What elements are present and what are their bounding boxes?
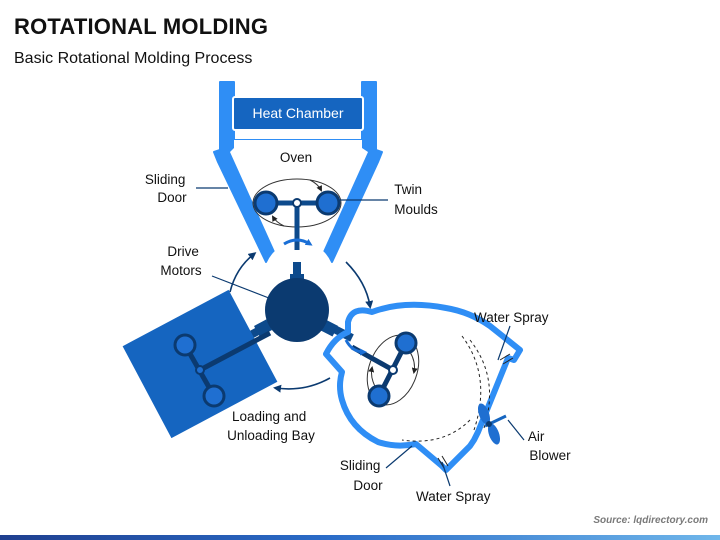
mould	[367, 384, 391, 408]
hub-rotation-arrow	[273, 377, 331, 393]
hub-rotation-arrow	[345, 261, 374, 309]
mould	[394, 331, 418, 355]
hub-rotation-arrow	[229, 252, 257, 293]
blower-blade	[477, 403, 491, 425]
spray-line	[441, 455, 449, 467]
mould	[173, 333, 197, 357]
footer-bar	[0, 535, 720, 540]
label-line: Air	[528, 429, 545, 444]
mould	[315, 190, 341, 216]
spray-line	[499, 353, 511, 361]
cooling-station	[323, 301, 523, 473]
oven-interior	[230, 140, 368, 254]
loading-bay-station	[122, 289, 278, 439]
sliding-door-inner	[461, 335, 482, 431]
loading-bay-label: Loading and Unloading Bay	[227, 409, 315, 443]
leader-water-spray-top	[497, 325, 511, 361]
cooling-chamber-outline	[323, 301, 523, 473]
label-line: Door	[157, 190, 187, 205]
label-line: Sliding	[145, 172, 186, 187]
twin-moulds-loading	[173, 330, 272, 408]
label-line: Sliding	[340, 458, 381, 473]
page-subtitle: Basic Rotational Molding Process	[14, 50, 253, 67]
drive-motors-label: Drive Motors	[160, 244, 202, 278]
label-line: Blower	[529, 448, 571, 463]
water-spray-nozzle-top	[499, 353, 514, 365]
label-line: Motors	[160, 263, 202, 278]
twin-moulds-label: Twin Moulds	[394, 182, 438, 217]
twin-moulds-top	[252, 178, 342, 250]
leader-drive-motors	[211, 275, 275, 301]
shaft-rotation-icon	[344, 339, 367, 356]
spray-line	[502, 357, 514, 365]
shaft-rotation-icon	[283, 238, 313, 246]
oven-station: Heat Chamber Oven	[213, 81, 383, 263]
twin-moulds-cooling	[344, 331, 420, 408]
blower-hub	[486, 421, 492, 427]
heat-chamber-box	[232, 96, 364, 131]
mould-shaft	[198, 330, 272, 373]
mould	[202, 384, 226, 408]
mould	[253, 190, 279, 216]
leader-water-spray-bottom	[441, 461, 451, 487]
page-title: ROTATIONAL MOLDING	[14, 14, 269, 39]
drive-motor-hub	[265, 278, 329, 342]
heat-chamber-label: Heat Chamber	[252, 105, 343, 121]
rotation-arrow	[271, 215, 285, 227]
rotation-arrow	[409, 351, 418, 374]
rotation-arrow	[309, 179, 322, 192]
label-line: Twin	[394, 182, 422, 197]
oven-label: Oven	[280, 150, 312, 165]
water-spray-bottom-label: Water Spray	[416, 489, 491, 504]
label-line: Unloading Bay	[227, 428, 315, 443]
label-line: Door	[353, 478, 383, 493]
rotation-arrow	[368, 366, 377, 389]
leader-air-blower	[507, 419, 525, 441]
air-blower-fan-icon	[477, 403, 507, 445]
label-line: Drive	[167, 244, 199, 259]
sliding-door-top-label: Sliding Door	[145, 172, 189, 205]
mould-pivot	[195, 365, 205, 375]
sliding-door-inner	[401, 419, 471, 442]
leader-sliding-door-bottom	[385, 445, 413, 469]
label-line: Moulds	[394, 202, 438, 217]
mould-pivot	[292, 198, 302, 208]
sliding-door-bottom-label: Sliding Door	[340, 458, 384, 493]
mould-pivot	[388, 365, 398, 375]
source-credit: Source: lqdirectory.com	[593, 515, 708, 526]
air-blower-label: Air Blower	[528, 429, 571, 463]
loading-bay-box	[122, 289, 278, 439]
label-line: Loading and	[232, 409, 306, 424]
water-spray-top-label: Water Spray	[474, 310, 549, 325]
blower-blade	[487, 423, 501, 445]
